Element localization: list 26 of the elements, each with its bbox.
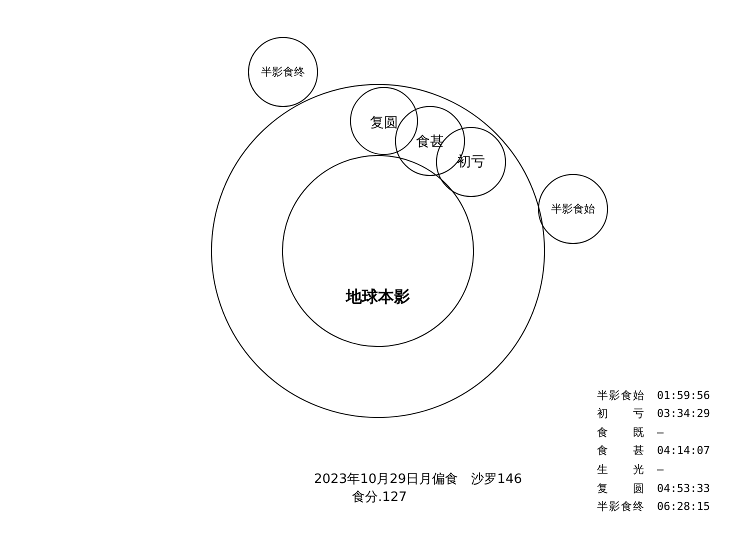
eclipse-magnitude: 食分.127 <box>352 491 407 504</box>
circle-label: 半影食始 <box>551 204 595 214</box>
moon-circle <box>248 37 318 107</box>
event-name: 食 甚 <box>597 445 644 456</box>
event-time: 04:53:33 <box>657 483 710 494</box>
eclipse-title: 2023年10月29日月偏食 沙罗146 <box>314 473 522 486</box>
event-time: 01:59:56 <box>657 390 710 401</box>
event-name: 半影食终 <box>597 501 644 512</box>
event-time: 03:34:29 <box>657 408 710 419</box>
circle-label: 半影食终 <box>261 66 305 78</box>
event-name: 食 既 <box>597 427 644 438</box>
moon-circle <box>538 174 608 244</box>
event-time: 04:14:07 <box>657 445 710 456</box>
moon-circle <box>350 87 418 155</box>
circle-label: 食甚 <box>416 135 444 149</box>
circle-label: 复圆 <box>370 116 398 130</box>
event-name: 生 光 <box>597 464 644 475</box>
circle-label: 地球本影 <box>346 289 410 305</box>
event-time: — <box>657 464 664 475</box>
event-name: 初 亏 <box>597 408 644 419</box>
event-time: 06:28:15 <box>657 501 710 512</box>
event-name: 半影食始 <box>597 390 644 401</box>
event-name: 复 圆 <box>597 483 644 494</box>
penumbra-circle <box>211 84 545 418</box>
event-time: — <box>657 427 664 438</box>
circle-label: 初亏 <box>457 155 485 169</box>
